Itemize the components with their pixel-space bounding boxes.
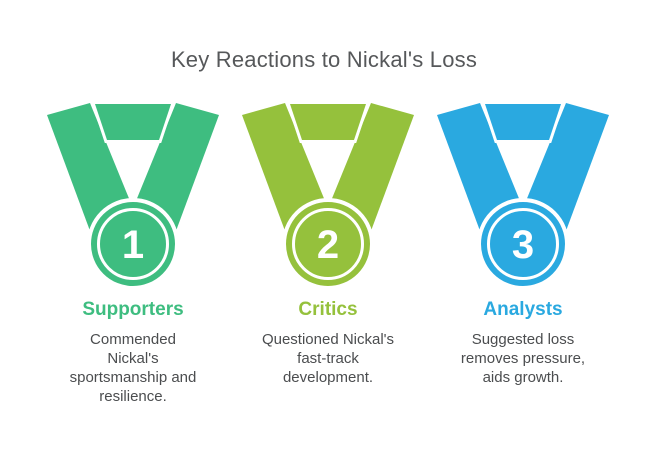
reaction-column-supporters: 1 Supporters Commended Nickal's sportsma…: [36, 94, 231, 406]
medal-inner-ring: [97, 208, 169, 280]
ribbon-top-band: [480, 101, 566, 143]
medal-2-icon: 2: [242, 101, 414, 290]
medal-disc: [282, 198, 374, 290]
group-description: Questioned Nickal's fast-track developme…: [261, 331, 395, 386]
reaction-column-analysts: 3 Analysts Suggested loss removes pressu…: [426, 94, 621, 406]
group-label: Critics: [298, 299, 358, 320]
group-label: Analysts: [483, 299, 563, 320]
medal-3-icon: 3: [437, 101, 609, 290]
medal-inner-ring: [487, 208, 559, 280]
medal-rank-number: 3: [512, 223, 534, 267]
medal-disc: [477, 198, 569, 290]
infographic-title: Key Reactions to Nickal's Loss: [170, 47, 478, 72]
group-description: Suggested loss removes pressure, aids gr…: [460, 331, 586, 386]
medal-disc: [87, 198, 179, 290]
ribbon-top-band: [90, 101, 176, 143]
ribbon-top-band: [285, 101, 371, 143]
reactions-row: 1 Supporters Commended Nickal's sportsma…: [4, 94, 648, 406]
medal-1-icon: 1: [47, 101, 219, 290]
medal-rank-number: 2: [317, 223, 339, 267]
medal-inner-ring: [292, 208, 364, 280]
group-label: Supporters: [82, 299, 184, 320]
medal-rank-number: 1: [122, 223, 144, 267]
reaction-column-critics: 2 Critics Questioned Nickal's fast-track…: [231, 94, 426, 406]
group-description: Commended Nickal's sportsmanship and res…: [69, 331, 197, 405]
